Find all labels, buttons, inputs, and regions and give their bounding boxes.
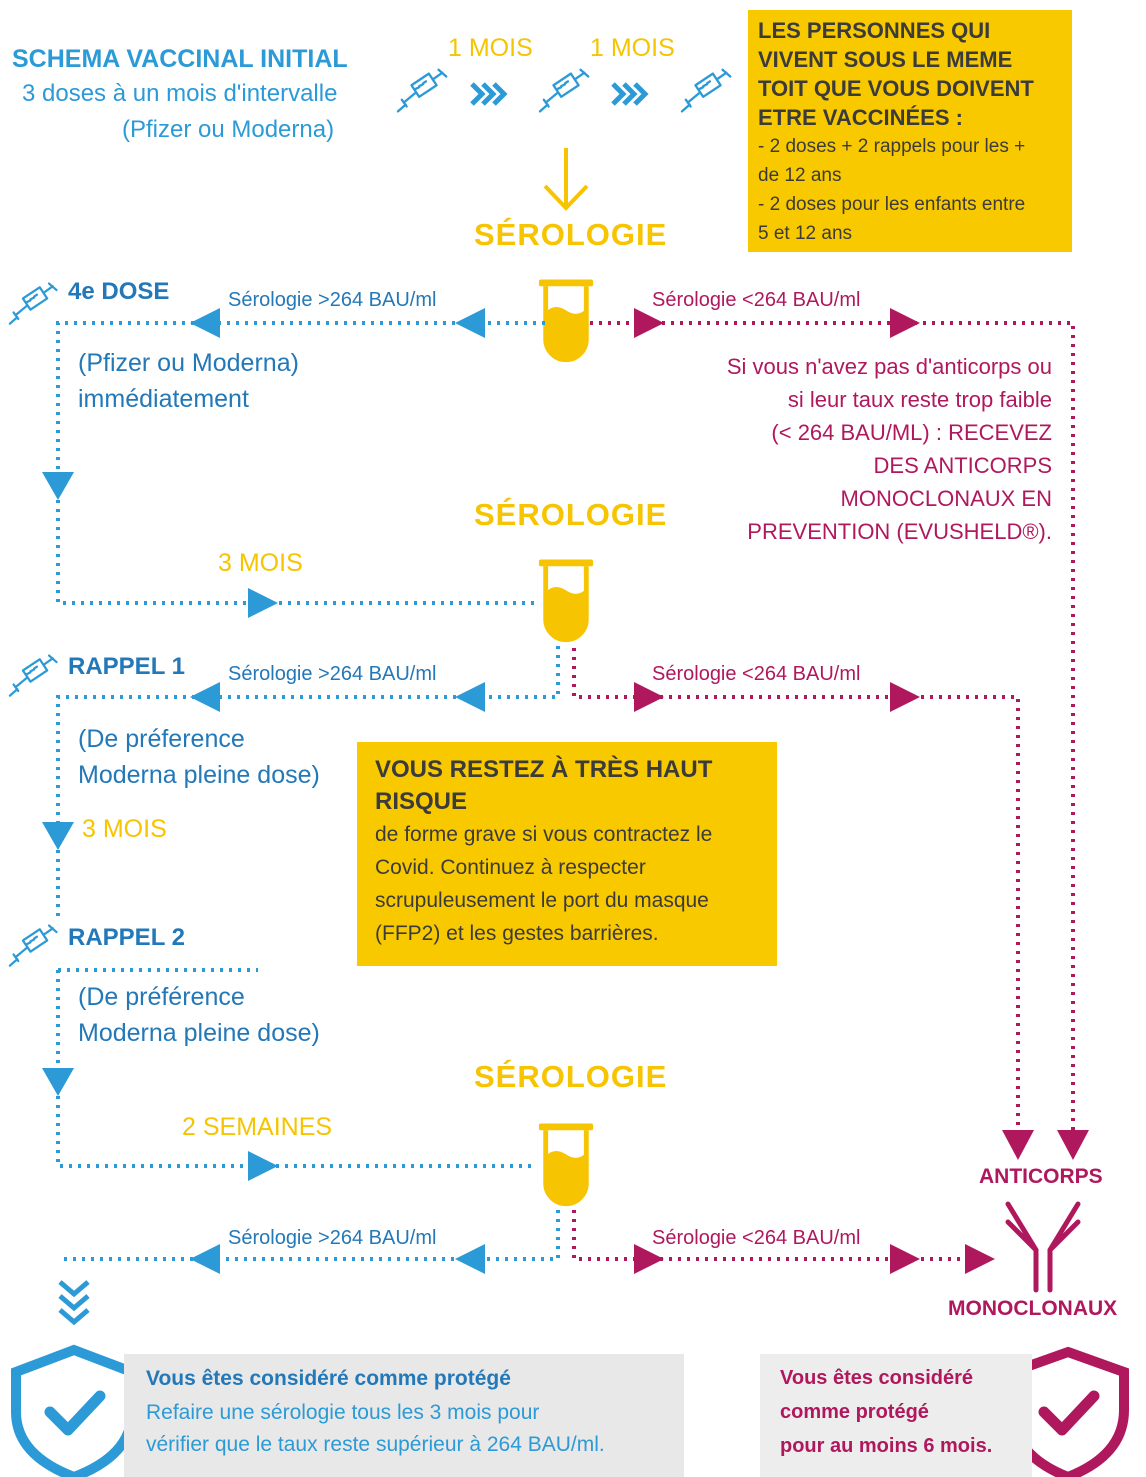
syringe-icon <box>396 68 448 113</box>
down-arrow-icon <box>543 148 589 211</box>
test-tube-icon <box>539 1124 593 1204</box>
no-antibodies-l6: PREVENTION (EVUSHELD®). <box>747 519 1052 544</box>
antibody-icon <box>1005 1201 1081 1293</box>
protected-right-l3: pour au moins 6 mois. <box>780 1435 993 1457</box>
risk-l3: scrupuleusement le port du masque <box>375 889 709 912</box>
antibody-label-bottom: MONOCLONAUX <box>948 1297 1118 1320</box>
rappel1-title: RAPPEL 1 <box>68 653 185 680</box>
shield-check-icon <box>11 1344 137 1477</box>
no-antibodies-text: Si vous n'avez pas d'anticorps ou si leu… <box>727 350 1052 548</box>
household-title-l1: LES PERSONNES QUI <box>758 18 991 43</box>
rappel1-line2: Moderna pleine dose) <box>78 761 320 789</box>
risk-l4: (FFP2) et les gestes barrières. <box>375 922 659 945</box>
syringe-icon <box>8 654 58 697</box>
serologie-high-label: Sérologie >264 BAU/ml <box>228 1227 437 1249</box>
initial-scheme-line2: (Pfizer ou Moderna) <box>122 116 335 143</box>
protected-6-months-box: Vous êtes considéré comme protégé pour a… <box>760 1354 1032 1477</box>
no-antibodies-l3: (< 264 BAU/ML) : RECEVEZ <box>771 420 1052 445</box>
serologie-label: SÉROLOGIE <box>474 217 668 252</box>
interval-1-mois: 1 MOIS <box>590 34 675 62</box>
dose4-title: 4e DOSE <box>68 278 170 305</box>
interval-2-semaines: 2 SEMAINES <box>182 1113 333 1141</box>
dose4-line2: immédiatement <box>78 385 249 413</box>
serologie-label: SÉROLOGIE <box>474 497 668 532</box>
test-tube-icon <box>539 280 593 360</box>
interval-3-mois: 3 MOIS <box>218 549 303 577</box>
no-antibodies-l4: DES ANTICORPS <box>873 453 1052 478</box>
protected-right-l1: Vous êtes considéré <box>780 1367 974 1389</box>
no-antibodies-l5: MONOCLONAUX EN <box>840 486 1052 511</box>
household-title-l2: VIVENT SOUS LE MEME <box>758 47 1013 72</box>
chevrons-icon <box>470 82 649 106</box>
serologie-low-label: Sérologie <264 BAU/ml <box>652 289 861 311</box>
interval-1-mois: 1 MOIS <box>448 34 533 62</box>
syringe-icon <box>8 282 58 325</box>
initial-scheme-line1: 3 doses à un mois d'intervalle <box>22 80 338 107</box>
household-item1-l1: - 2 doses + 2 rappels pour les + <box>758 136 1026 157</box>
risk-l2: Covid. Continuez à respecter <box>375 856 646 879</box>
test-tube-icon <box>539 560 593 640</box>
serologie-low-label: Sérologie <264 BAU/ml <box>652 663 861 685</box>
household-item2-l2: 5 et 12 ans <box>758 223 853 244</box>
syringe-icon <box>680 68 732 113</box>
rappel2-line1: (De préférence <box>78 983 245 1011</box>
blue-dotted-paths <box>56 321 560 1261</box>
household-title-l3: TOIT QUE VOUS DOIVENT <box>758 76 1034 101</box>
protected-left-title: Vous êtes considéré comme protégé <box>146 1367 511 1390</box>
risk-title-l2: RISQUE <box>375 788 468 815</box>
protected-right-l2: comme protégé <box>780 1401 929 1423</box>
household-info-box: LES PERSONNES QUI VIVENT SOUS LE MEME TO… <box>748 10 1072 252</box>
risk-l1: de forme grave si vous contractez le <box>375 823 713 846</box>
no-antibodies-l2: si leur taux reste trop faible <box>787 387 1052 412</box>
dose4-line1: (Pfizer ou Moderna) <box>78 349 299 377</box>
serologie-label: SÉROLOGIE <box>474 1059 668 1094</box>
no-antibodies-l1: Si vous n'avez pas d'anticorps ou <box>726 354 1052 379</box>
antibody-label-top: ANTICORPS <box>979 1165 1103 1188</box>
serologie-high-label: Sérologie >264 BAU/ml <box>228 289 437 311</box>
rappel2-line2: Moderna pleine dose) <box>78 1019 320 1047</box>
serologie-low-label: Sérologie <264 BAU/ml <box>652 1227 861 1249</box>
protected-left-l2: vérifier que le taux reste supérieur à 2… <box>146 1433 605 1456</box>
household-item2-l1: - 2 doses pour les enfants entre <box>758 194 1026 215</box>
serologie-high-label: Sérologie >264 BAU/ml <box>228 663 437 685</box>
high-risk-box: VOUS RESTEZ À TRÈS HAUT RISQUE de forme … <box>357 742 777 966</box>
initial-scheme-title: SCHEMA VACCINAL INITIAL <box>12 45 348 73</box>
rappel2-title: RAPPEL 2 <box>68 924 185 951</box>
magenta-dotted-paths <box>572 321 1075 1261</box>
risk-title-l1: VOUS RESTEZ À TRÈS HAUT <box>375 756 713 783</box>
blue-arrowheads <box>42 308 485 1274</box>
household-title-l4: ETRE VACCINÉES : <box>758 105 963 130</box>
magenta-arrowheads <box>634 308 1089 1274</box>
protected-info-box: Vous êtes considéré comme protégé Refair… <box>124 1354 684 1477</box>
household-item1-l2: de 12 ans <box>758 165 842 186</box>
rappel1-line1: (De préference <box>78 725 245 753</box>
syringe-icon <box>8 924 58 967</box>
rappel1-interval: 3 MOIS <box>82 815 167 843</box>
chevrons-down-icon <box>58 1280 90 1326</box>
syringe-icon <box>538 68 590 113</box>
protected-left-l1: Refaire une sérologie tous les 3 mois po… <box>146 1401 540 1424</box>
